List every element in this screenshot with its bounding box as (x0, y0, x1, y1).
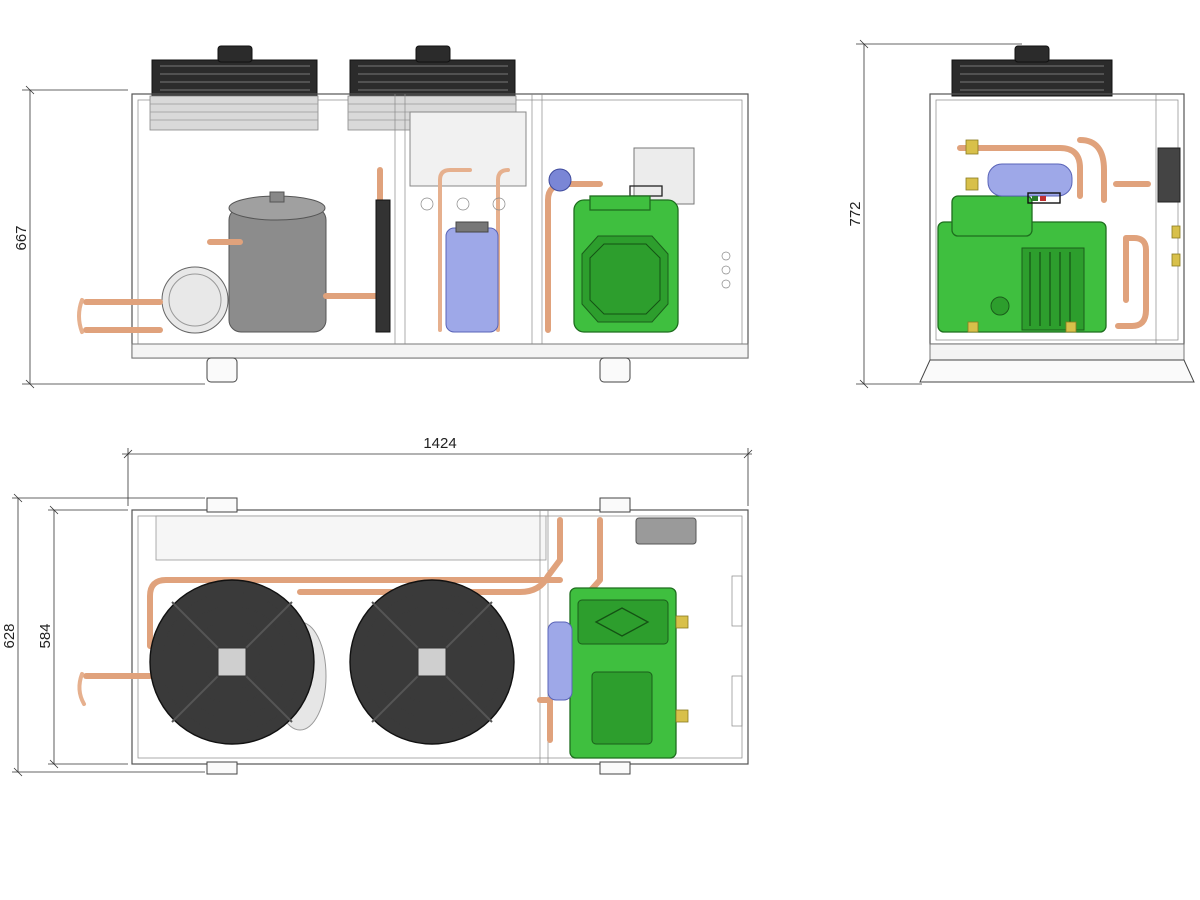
front-height-dimension: 667 (13, 85, 205, 389)
liquid-receiver-tank (228, 191, 327, 333)
top-outer-depth-dimension: 628 (1, 493, 205, 777)
front-compressor (573, 195, 679, 333)
front-foot-right (599, 357, 631, 383)
sight-flange (161, 266, 229, 334)
side-fan (951, 45, 1113, 97)
top-compressor (569, 587, 689, 759)
front-height-label: 667 (13, 225, 30, 250)
top-view: 1424 628 584 (1, 435, 753, 777)
top-fan-left (149, 579, 327, 745)
top-fan-right (349, 579, 515, 745)
side-height-dimension: 772 (847, 39, 1022, 389)
front-base-rail (131, 343, 749, 359)
side-view: 772 (847, 39, 1195, 389)
front-fan-right (349, 45, 516, 97)
side-base-skid (919, 359, 1195, 383)
front-view: 667 (13, 45, 749, 389)
top-outer-depth-label: 628 (1, 623, 18, 648)
front-foot-left (206, 357, 238, 383)
side-height-label: 772 (847, 201, 864, 226)
top-inner-depth-dimension: 584 (37, 505, 128, 769)
top-width-label: 1424 (423, 435, 456, 452)
top-receiver (547, 621, 573, 701)
side-receiver (987, 163, 1073, 204)
top-electric-box (635, 517, 697, 545)
top-inner-depth-label: 584 (37, 623, 54, 648)
top-width-dimension: 1424 (122, 435, 753, 506)
oil-separator (445, 221, 499, 333)
front-fan-left (151, 45, 318, 97)
top-cabinet-frame (131, 509, 749, 765)
side-compressor (937, 195, 1107, 333)
electric-box (633, 147, 695, 205)
